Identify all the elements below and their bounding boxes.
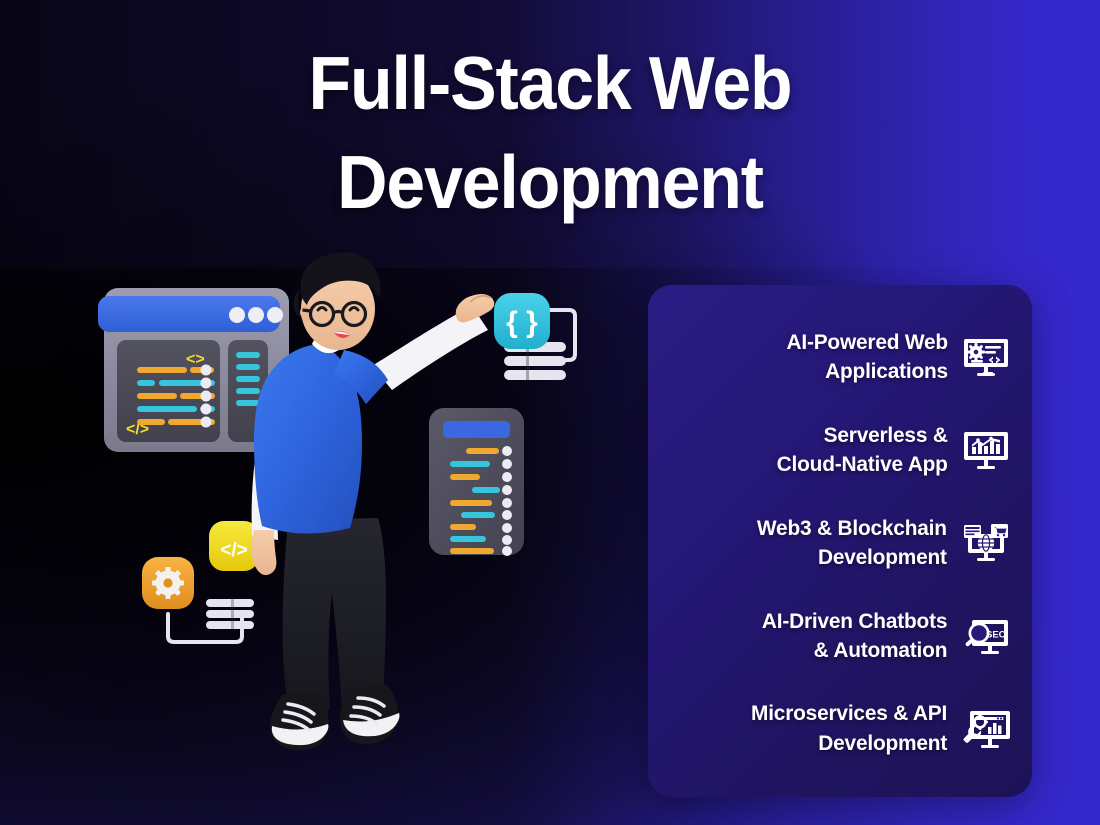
feature-label: Microservices & API Development — [750, 701, 947, 755]
monitor-globe-cart-icon — [962, 521, 1010, 565]
svg-text:</>: </> — [126, 421, 149, 438]
features-card: AI-Powered Web Applications — [648, 285, 1032, 797]
code-editor-window: <> </> — [98, 288, 289, 452]
svg-text:{ }: { } — [506, 306, 538, 339]
monitor-seo-search-icon: SEO — [962, 614, 1010, 658]
gear-badge-icon — [142, 557, 194, 609]
cart — [991, 523, 1008, 538]
svg-text:</>: </> — [220, 540, 247, 561]
connector-lines-upper — [545, 308, 577, 362]
connector-lines-lower — [166, 612, 244, 644]
sneaker-right — [340, 684, 400, 745]
page-title: Full-Stack Web Development — [308, 41, 792, 224]
feature-label: AI-Driven Chatbots & Automation — [761, 608, 948, 662]
feature-item[interactable]: AI-Driven Chatbots & Automation SEO — [664, 607, 1010, 665]
monitor-gear-code-icon — [962, 335, 1010, 379]
feature-label: Serverless & Cloud-Native App — [776, 422, 948, 477]
feature-label: AI-Powered Web Applications — [786, 330, 948, 384]
svg-text:SEO: SEO — [986, 629, 1006, 640]
developer-character — [251, 252, 495, 751]
braces-badge-icon: { } — [494, 293, 550, 349]
feature-item[interactable]: Serverless & Cloud-Native App — [664, 421, 1010, 479]
code-tag-badge-icon: </> — [209, 521, 259, 571]
browser-card — [964, 524, 981, 538]
wrench — [963, 724, 982, 743]
feature-item[interactable]: Microservices & API Development — [664, 699, 1010, 757]
feature-label: Web3 & Blockchain Development — [757, 515, 948, 569]
monitor-bar-chart-icon — [962, 428, 1010, 472]
feature-item[interactable]: AI-Powered Web Applications — [664, 328, 1010, 386]
tablet-code-panel — [429, 408, 524, 556]
feature-item[interactable]: Web3 & Blockchain Development — [664, 514, 1010, 572]
lower-bar-stack — [206, 599, 254, 629]
svg-text:<>: <> — [186, 351, 205, 368]
monitor-wrench-chart-icon — [962, 707, 1010, 751]
sneaker-left — [270, 692, 329, 751]
developer-illustration: <> </> — [98, 252, 577, 751]
